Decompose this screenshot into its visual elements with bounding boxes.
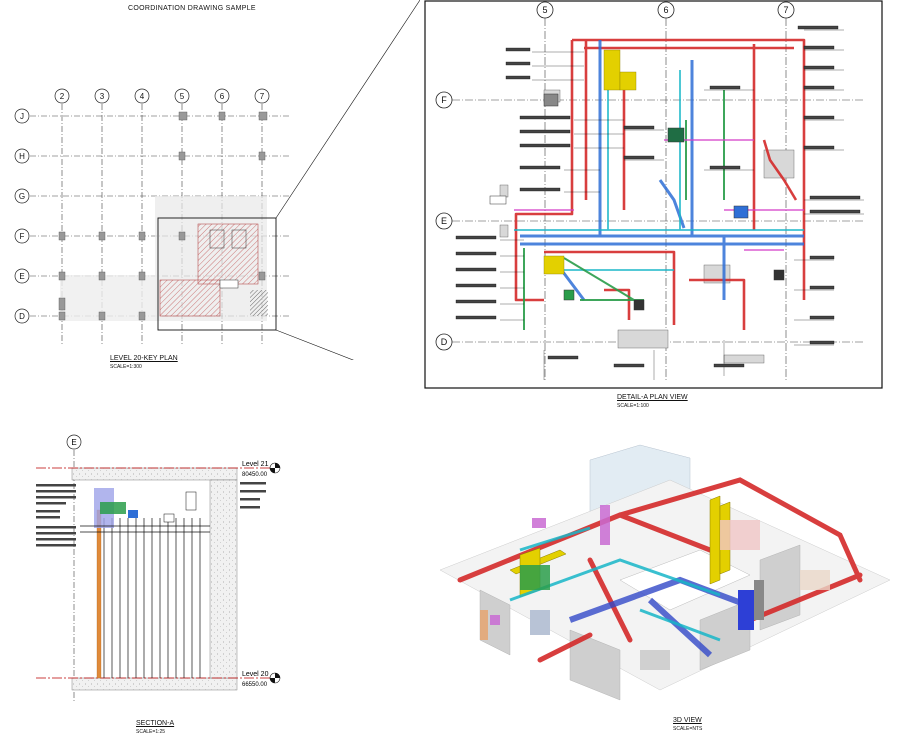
detail-plan: 5 6 7 F E D [424,0,883,389]
detail-plan-scale: SCALE=1:100 [617,403,649,409]
detail-row-label: E [441,216,447,226]
grid-row-label: G [19,192,25,201]
detail-col-label: 7 [783,5,788,15]
grid-row-label: D [19,312,25,321]
grid-row-label: J [20,112,24,121]
detail-col-label: 5 [542,5,547,15]
key-plan-scale: SCALE=1:300 [110,364,142,370]
level-bottom-name: Level 20 [242,671,269,678]
detail-row-label: F [441,95,447,105]
level-top-name: Level 21 [242,461,269,468]
sheet-title: COORDINATION DRAWING SAMPLE [128,5,256,12]
key-plan-title: LEVEL 20-KEY PLAN [110,355,178,362]
grid-col-label: 7 [260,92,265,101]
section-view: E Level 21 80450.00 Level 20 66550.00 [36,434,281,702]
grid-row-label: E [19,272,24,281]
detail-col-label: 6 [663,5,668,15]
grid-col-label: 2 [60,92,65,101]
grid-col-label: 3 [100,92,105,101]
grid-col-label: 6 [220,92,225,101]
iso-view-scale: SCALE=NTS [673,726,703,732]
iso-view [439,444,891,701]
grid-row-label: H [19,152,25,161]
detail-row-label: D [441,337,448,347]
section-grid-label: E [71,438,76,447]
section-scale: SCALE=1:25 [136,729,166,735]
grid-col-label: 4 [140,92,145,101]
level-bottom-elev: 66550.00 [242,682,268,688]
level-top-elev: 80450.00 [242,472,268,478]
key-plan: 2 3 4 5 6 7 J H G F E D [14,0,420,360]
iso-view-title: 3D VIEW [673,717,702,724]
grid-row-label: F [20,232,25,241]
section-title: SECTION-A [136,720,175,727]
detail-plan-title: DETAIL-A PLAN VIEW [617,394,688,401]
grid-col-label: 5 [180,92,185,101]
